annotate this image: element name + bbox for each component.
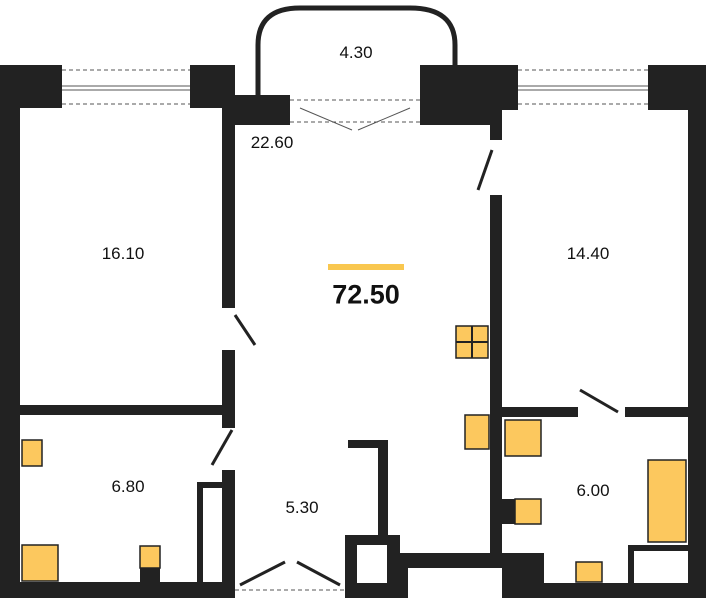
- walls: [0, 65, 706, 598]
- sink-icon: [21, 439, 43, 467]
- toilet-icon: [514, 498, 542, 525]
- doors[interactable]: [210, 149, 619, 587]
- room-area-balcony: 4.30: [339, 43, 373, 62]
- fixture-bases: [140, 499, 515, 582]
- balcony-outline: [255, 5, 458, 95]
- total-area: 72.50: [332, 279, 400, 310]
- wall-voids: [357, 545, 387, 583]
- shower-icon: [21, 544, 59, 582]
- sink-icon: [464, 414, 490, 450]
- stove-burners: [456, 326, 488, 358]
- sink-icon: [575, 561, 603, 583]
- shower-icon: [504, 419, 542, 457]
- bathtub-icon: [647, 459, 687, 543]
- room-area-living: 22.60: [250, 133, 294, 152]
- windows: [62, 69, 648, 591]
- total-area-accent-bar: [328, 264, 404, 270]
- room-area-bathroom-left: 6.80: [111, 477, 145, 496]
- room-area-bedroom-left: 16.10: [101, 244, 145, 263]
- room-area-hallway: 5.30: [285, 498, 319, 517]
- toilet-icon: [139, 545, 161, 569]
- room-area-bedroom-right: 14.40: [566, 244, 610, 263]
- room-area-bathroom-right: 6.00: [576, 481, 610, 500]
